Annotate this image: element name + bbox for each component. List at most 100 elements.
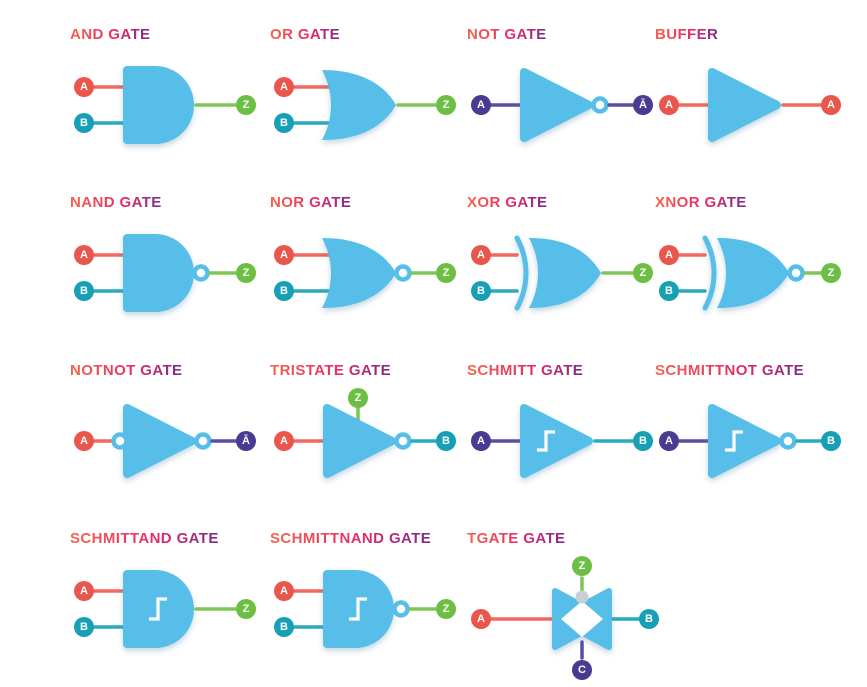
terminal-a: A <box>74 581 94 601</box>
gate-title-schmittnand: SCHMITTNAND GATE <box>270 530 432 547</box>
svg-text:A: A <box>477 99 485 111</box>
terminal-a-bar: Ā <box>236 431 256 451</box>
nor-shape <box>322 238 396 308</box>
svg-text:B: B <box>442 435 450 447</box>
svg-text:Z: Z <box>828 267 835 279</box>
nor-symbol: A B Z <box>274 238 456 308</box>
svg-text:A: A <box>477 249 485 261</box>
gate-title-schmittand: SCHMITTAND GATE <box>70 530 219 547</box>
gate-title-not: NOT GATE <box>467 26 547 43</box>
or-symbol: A B Z <box>274 70 456 140</box>
terminal-b: B <box>74 617 94 637</box>
terminal-b: B <box>821 431 841 451</box>
terminal-z: Z <box>436 599 456 619</box>
terminal-b: B <box>74 113 94 133</box>
nand-symbol: ABZ <box>74 234 256 312</box>
tgate-bubble <box>575 590 589 604</box>
terminal-b: B <box>633 431 653 451</box>
svg-text:C: C <box>578 664 586 676</box>
svg-text:Ā: Ā <box>639 99 647 111</box>
svg-text:Z: Z <box>355 392 362 404</box>
gate-card-xor: XOR GATE A B Z <box>467 194 655 350</box>
terminal-z: Z <box>236 263 256 283</box>
or-shape <box>322 70 396 140</box>
svg-text:Z: Z <box>579 560 586 572</box>
xnor-shape <box>702 235 789 311</box>
inversion-bubble <box>779 432 797 450</box>
terminal-a: A <box>274 245 294 265</box>
svg-text:B: B <box>665 285 673 297</box>
terminal-z: Z <box>236 599 256 619</box>
svg-text:B: B <box>280 117 288 129</box>
gate-title-xor: XOR GATE <box>467 194 548 211</box>
terminal-a: A <box>274 431 294 451</box>
tristate-shape <box>323 404 396 478</box>
terminal-a: A <box>274 77 294 97</box>
tristate-symbol: A Z B <box>274 388 456 478</box>
svg-text:A: A <box>477 613 485 625</box>
svg-text:A: A <box>827 99 835 111</box>
tgate-shape <box>552 588 612 650</box>
terminal-b: B <box>659 281 679 301</box>
svg-text:Z: Z <box>443 267 450 279</box>
schmitt-hysteresis-icon <box>349 597 367 621</box>
terminal-z: Z <box>436 263 456 283</box>
svg-text:B: B <box>645 613 653 625</box>
schmittnot-shape <box>708 404 781 478</box>
schmittnand-symbol: ABZ <box>274 570 456 648</box>
terminal-z: Z <box>821 263 841 283</box>
svg-text:A: A <box>280 435 288 447</box>
terminal-a: A <box>659 245 679 265</box>
terminal-a: A <box>74 431 94 451</box>
schmitt-hysteresis-icon <box>537 430 555 452</box>
svg-text:Z: Z <box>243 603 250 615</box>
xor-symbol: A B Z <box>471 235 653 311</box>
terminal-b: B <box>274 113 294 133</box>
svg-text:Z: Z <box>443 603 450 615</box>
terminal-a-bar: Ā <box>633 95 653 115</box>
schmitt-hysteresis-icon <box>725 430 743 452</box>
inversion-bubble <box>392 600 410 618</box>
svg-text:B: B <box>280 285 288 297</box>
terminal-z: Z <box>436 95 456 115</box>
xnor-symbol: A B Z <box>659 235 841 311</box>
gate-title-nand: NAND GATE <box>70 194 162 211</box>
inversion-bubble <box>787 264 805 282</box>
schmittand-symbol: AB Z <box>74 570 256 648</box>
and-symbol: ABZ <box>74 66 256 144</box>
svg-text:A: A <box>80 249 88 261</box>
buffer-shape <box>708 68 781 142</box>
tgate-symbol: A B Z C <box>471 556 659 680</box>
inversion-bubble <box>394 432 412 450</box>
svg-text:A: A <box>665 99 673 111</box>
terminal-a: A <box>274 581 294 601</box>
terminal-z: Z <box>348 388 368 408</box>
svg-text:B: B <box>477 285 485 297</box>
gate-title-tristate: TRISTATE GATE <box>270 362 392 379</box>
gate-card-tristate: TRISTATE GATE A Z B <box>270 362 467 518</box>
notnot-shape <box>123 404 196 478</box>
svg-text:B: B <box>80 117 88 129</box>
terminal-a: A <box>471 245 491 265</box>
svg-text:Z: Z <box>443 99 450 111</box>
svg-text:A: A <box>280 585 288 597</box>
terminal-z: Z <box>236 95 256 115</box>
schmitt-hysteresis-icon <box>149 597 167 621</box>
gate-title-and: AND GATE <box>70 26 151 43</box>
and-shape <box>123 66 194 144</box>
svg-text:Z: Z <box>640 267 647 279</box>
svg-text:A: A <box>665 435 673 447</box>
svg-text:A: A <box>280 249 288 261</box>
svg-text:Ā: Ā <box>242 435 250 447</box>
terminal-a: A <box>659 95 679 115</box>
